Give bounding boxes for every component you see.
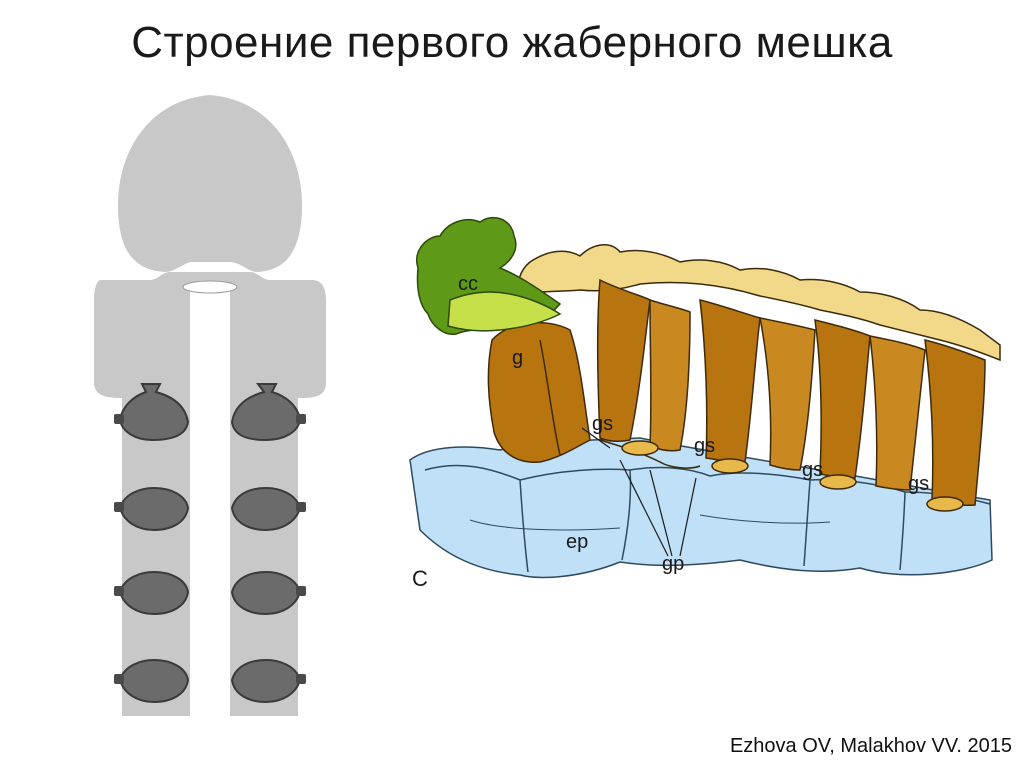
label-gs-2: gs — [694, 435, 715, 457]
gill-sac-right-3 — [230, 570, 302, 616]
gill-sac-right-4 — [230, 658, 302, 704]
label-gs-3: gs — [802, 459, 823, 481]
gill-bars — [487, 244, 1001, 512]
citation-credit: Ezhova OV, Malakhov VV. 2015 — [729, 735, 1012, 757]
epidermis-layer — [409, 437, 993, 579]
label-gp: gp — [662, 553, 684, 575]
gill-sac-left-3 — [118, 570, 190, 616]
slide-title: Строение первого жаберного мешка — [131, 18, 893, 67]
label-gs-1: gs — [592, 413, 613, 435]
gill-sac-right-1 — [230, 383, 302, 442]
panel-label-c: C — [412, 566, 428, 591]
label-ep: ep — [566, 531, 588, 553]
gill-sac-left-4 — [118, 658, 190, 704]
label-g: g — [512, 347, 523, 369]
gill-sacs-left — [118, 383, 190, 704]
label-gs-4: gs — [908, 473, 929, 495]
gill-sac-left-1 — [118, 383, 190, 442]
gill-sac-left-2 — [118, 486, 190, 532]
gill-sac-right-2 — [230, 486, 302, 532]
label-cc: cc — [458, 273, 478, 295]
collar-canal — [415, 216, 562, 335]
gill-pore-lines — [581, 427, 697, 557]
gill-sacs-right — [230, 383, 302, 704]
body-silhouette — [94, 95, 326, 720]
